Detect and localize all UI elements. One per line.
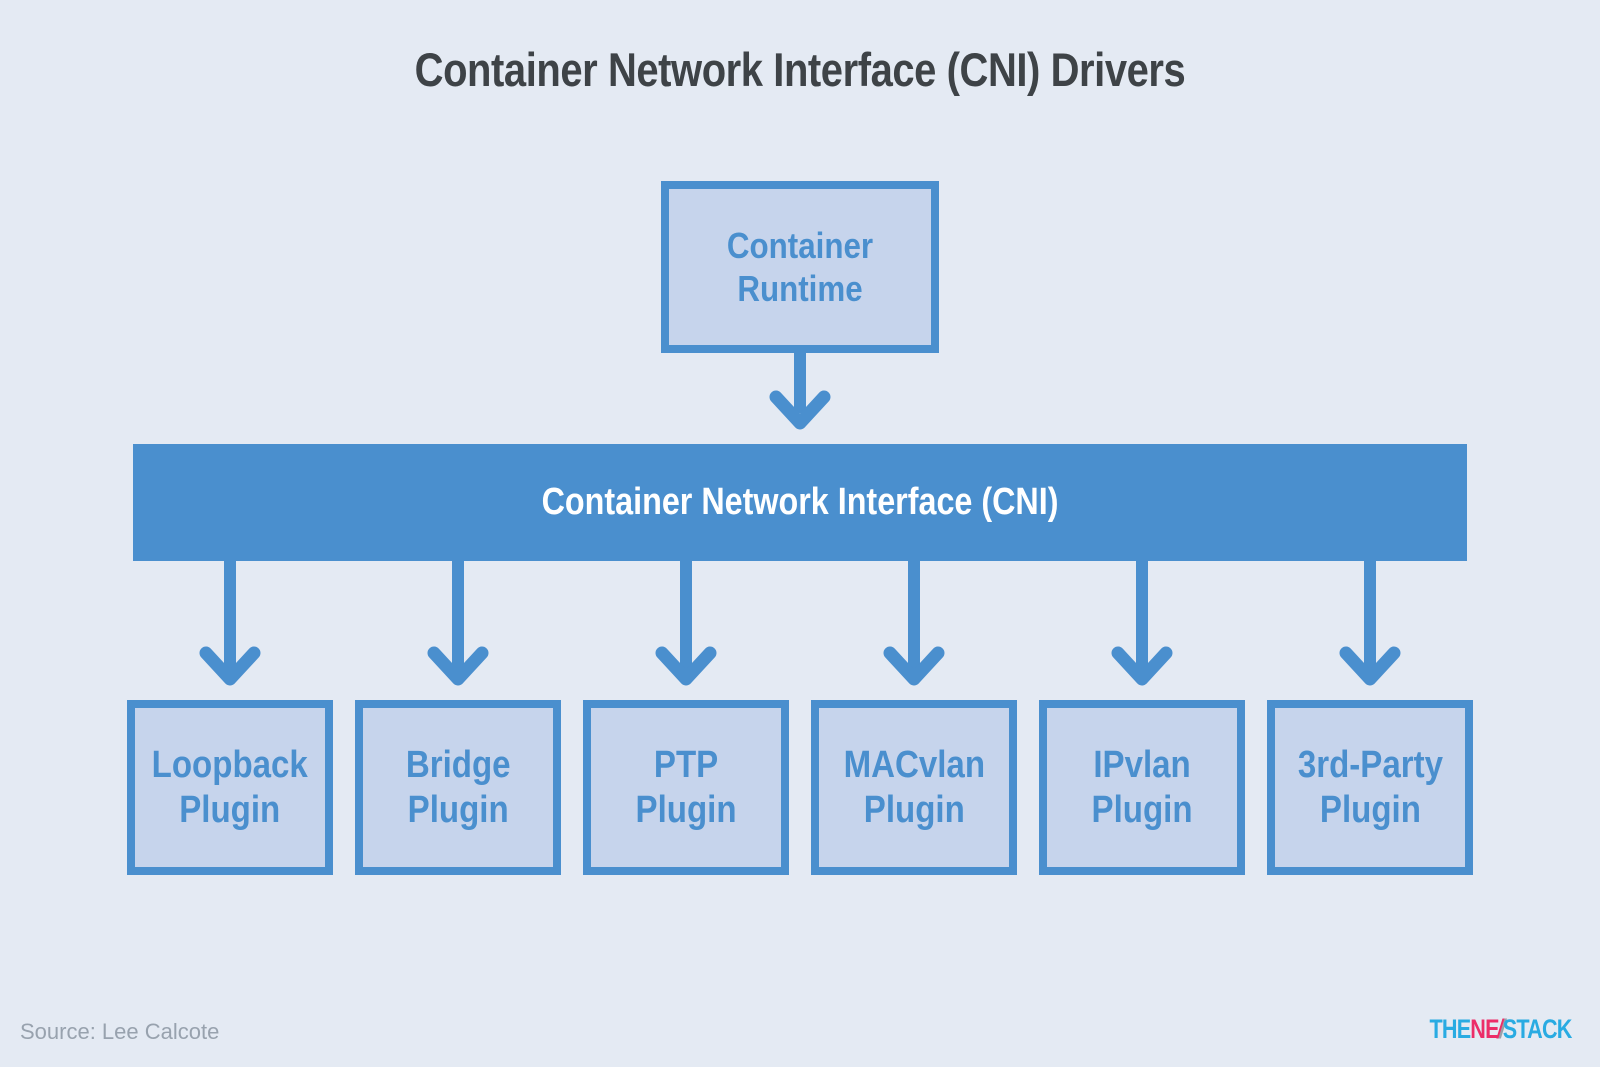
plugin-column-bridge: Bridge Plugin [355,561,561,875]
logo-stack: STACK [1503,1014,1573,1044]
plugin-column-loopback: Loopback Plugin [127,561,333,875]
plugin-label-line1: MACvlan [843,743,985,786]
container-runtime-line1: Container [726,224,874,266]
plugin-box-ipvlan: IPvlan Plugin [1039,700,1245,875]
arrow-down-icon [1111,561,1173,686]
arrow-down-icon [655,561,717,686]
plugin-label: 3rd-Party Plugin [1297,743,1442,833]
plugin-label: Loopback Plugin [152,743,308,833]
plugin-label-line2: Plugin [1091,788,1193,831]
plugin-box-macvlan: MACvlan Plugin [811,700,1017,875]
container-runtime-line2: Runtime [737,268,863,309]
plugin-column-ipvlan: IPvlan Plugin [1039,561,1245,875]
container-runtime-label: Container Runtime [727,224,873,310]
plugin-label-line1: Bridge [405,743,511,786]
plugin-box-3rd-party: 3rd-Party Plugin [1267,700,1473,875]
cni-bar-label: Container Network Interface (CNI) [541,481,1059,523]
plugin-box-ptp: PTP Plugin [583,700,789,875]
arrow-down-icon [427,561,489,686]
arrow-down-icon [1339,561,1401,686]
plugin-label-line2: Plugin [863,788,965,831]
plugin-label: MACvlan Plugin [843,743,984,833]
plugin-label-line2: Plugin [1319,788,1421,831]
plugin-label-line1: Loopback [151,743,309,786]
arrow-down-icon [883,561,945,686]
source-credit: Source: Lee Calcote [20,1019,220,1044]
plugin-box-bridge: Bridge Plugin [355,700,561,875]
arrow-down-icon [769,353,831,430]
plugin-column-3rd-party: 3rd-Party Plugin [1267,561,1473,875]
plugin-label-line1: PTP [653,743,719,786]
plugin-label-line2: Plugin [407,788,509,831]
plugin-label-line2: Plugin [179,788,281,831]
plugin-label: Bridge Plugin [406,743,511,833]
logo-slash-gray: / [1499,1014,1506,1044]
thenewstack-logo: THENE//STACK [1429,1014,1573,1045]
plugin-column-ptp: PTP Plugin [583,561,789,875]
plugin-label: IPvlan Plugin [1091,743,1192,833]
logo-the: THE [1429,1014,1472,1044]
plugins-row: Loopback Plugin Bridge Plugin [127,561,1473,875]
plugin-column-macvlan: MACvlan Plugin [811,561,1017,875]
page-title: Container Network Interface (CNI) Driver… [414,43,1186,96]
plugin-box-loopback: Loopback Plugin [127,700,333,875]
plugin-label-line1: 3rd-Party [1297,743,1443,786]
cni-bar: Container Network Interface (CNI) [133,444,1467,561]
plugin-label-line1: IPvlan [1093,743,1191,786]
plugin-label-line2: Plugin [635,788,737,831]
logo-slash-pink: / [1497,1014,1504,1044]
container-runtime-box: Container Runtime [661,181,939,353]
arrow-down-icon [199,561,261,686]
logo-ne: NE [1470,1014,1500,1044]
plugin-label: PTP Plugin [635,743,736,833]
